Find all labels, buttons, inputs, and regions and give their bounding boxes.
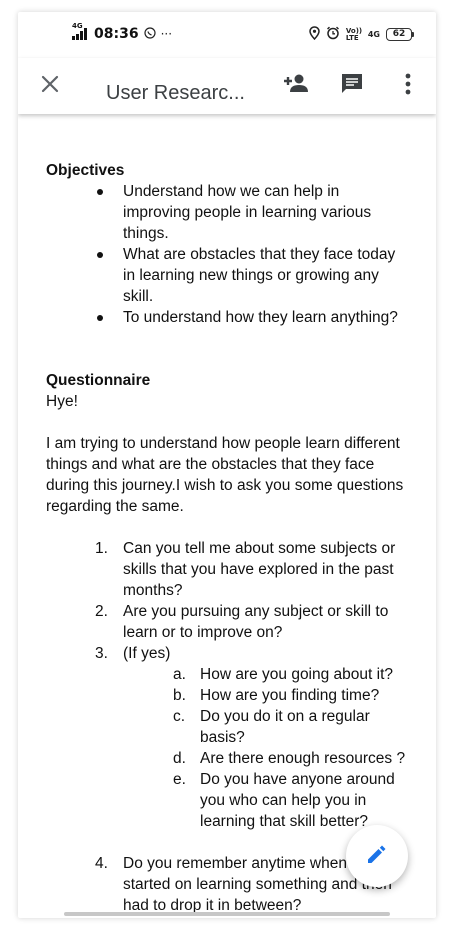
objective-item: What are obstacles that they face today … — [46, 244, 414, 307]
objective-item: Understand how we can help in improving … — [46, 181, 414, 244]
phone-screen: 4G 08:36 ··· Vo)) LTE 4G 62 — [18, 12, 436, 918]
question-line: months? — [123, 582, 183, 599]
sub-question-item: b. How are you finding time? — [46, 685, 414, 706]
question-number: 1. — [95, 540, 108, 557]
question-line: learn or to improve on? — [123, 624, 283, 641]
sub-question-item: a. How are you going about it? — [46, 664, 414, 685]
question-number: 3. — [95, 645, 108, 662]
whatsapp-icon — [143, 26, 156, 42]
comment-icon[interactable] — [336, 68, 368, 100]
question-item: 1. Can you tell me about some subjects o… — [46, 538, 414, 601]
close-icon[interactable] — [38, 72, 62, 96]
alarm-icon — [326, 26, 340, 43]
sub-question-item: d. Are there enough resources ? — [46, 748, 414, 769]
objective-line: What are obstacles that they face today — [123, 246, 396, 263]
question-line: skills that you have explored in the pas… — [123, 561, 394, 578]
greeting-text: Hye! — [46, 393, 78, 410]
intro-paragraph: I am trying to understand how people lea… — [46, 433, 414, 517]
battery-level: 62 — [386, 28, 412, 41]
question-line: Do you remember anytime when you — [123, 855, 377, 872]
status-bar: 4G 08:36 ··· Vo)) LTE 4G 62 — [18, 12, 436, 58]
sub-question-line: Do you do it on a regular — [200, 708, 370, 725]
app-bar: User Researc... — [18, 58, 436, 114]
sub-question-letter: e. — [173, 771, 186, 788]
objective-line: Understand how we can help in — [123, 183, 340, 200]
objective-line: skill. — [123, 288, 154, 305]
location-icon — [309, 26, 320, 43]
bullet-icon — [97, 252, 103, 258]
question-line: started on learning something and then — [123, 876, 392, 893]
intro-line: things and what are the obstacles that t… — [46, 456, 375, 473]
network-type-label: 4G — [72, 22, 83, 30]
question-line: Can you tell me about some subjects or — [123, 540, 396, 557]
status-time: 08:36 — [94, 26, 139, 42]
sub-question-letter: a. — [173, 666, 186, 683]
horizontal-scrollbar[interactable] — [64, 912, 390, 916]
signal-icon: 4G — [72, 22, 87, 40]
bullet-icon — [97, 315, 103, 321]
intro-line: during this journey.I wish to ask you so… — [46, 477, 404, 494]
question-number: 4. — [95, 855, 108, 872]
sub-question-line: How are you going about it? — [200, 666, 394, 683]
document-title: User Researc... — [106, 82, 245, 104]
sub-question-letter: c. — [173, 708, 186, 725]
sub-question-line: Do you have anyone around — [200, 771, 395, 788]
objectives-heading: Objectives — [46, 162, 125, 179]
bullet-icon — [97, 189, 103, 195]
question-item: 3. (If yes) — [46, 643, 414, 664]
sub-question-line: learning that skill better? — [200, 813, 369, 830]
objective-line: improving people in learning various — [123, 204, 372, 221]
objective-line: in learning new things or growing any — [123, 267, 379, 284]
more-vert-icon[interactable] — [392, 68, 424, 100]
intro-line: I am trying to understand how people lea… — [46, 435, 400, 452]
document-body[interactable]: Objectives Understand how we can help in… — [18, 114, 436, 918]
sub-question-line: you who can help you in — [200, 792, 367, 809]
sub-question-letter: b. — [173, 687, 186, 704]
question-item: 4. Do you remember anytime when you star… — [46, 853, 414, 916]
more-notifications-icon: ··· — [160, 27, 173, 41]
question-item: 2. Are you pursuing any subject or skill… — [46, 601, 414, 643]
objective-line: To understand how they learn anything? — [123, 309, 398, 326]
volte-icon: Vo)) LTE — [345, 26, 363, 42]
sub-question-letter: d. — [173, 750, 186, 767]
battery-icon: 62 — [386, 28, 414, 41]
document-content: Objectives Understand how we can help in… — [46, 160, 414, 916]
add-person-icon[interactable] — [280, 68, 312, 100]
question-line: (If yes) — [123, 645, 171, 662]
sub-question-item: c. Do you do it on a regular basis? — [46, 706, 414, 748]
sub-question-item: e. Do you have anyone around you who can… — [46, 769, 414, 832]
4g-signal-icon: 4G — [367, 30, 380, 39]
edit-fab-button[interactable] — [346, 825, 408, 887]
question-line: Are you pursuing any subject or skill to — [123, 603, 389, 620]
objective-line: things. — [123, 225, 169, 242]
sub-question-line: basis? — [200, 729, 245, 746]
question-number: 2. — [95, 603, 108, 620]
edit-pencil-icon — [365, 842, 389, 871]
intro-line: regarding the same. — [46, 498, 184, 515]
objective-item: To understand how they learn anything? — [46, 307, 414, 328]
sub-question-line: How are you finding time? — [200, 687, 380, 704]
questionnaire-heading: Questionnaire — [46, 372, 151, 389]
question-line: had to drop it in between? — [123, 897, 302, 914]
sub-question-line: Are there enough resources ? — [200, 750, 406, 767]
